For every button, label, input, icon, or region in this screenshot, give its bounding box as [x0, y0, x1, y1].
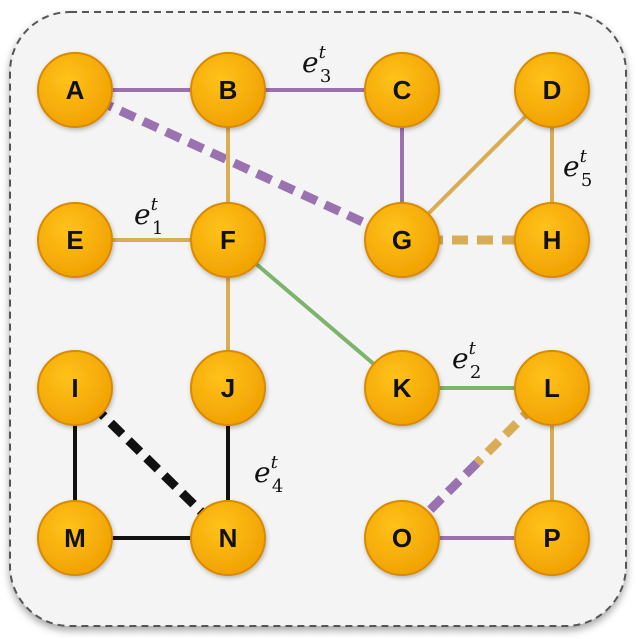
node-label: A	[66, 75, 85, 105]
node-circle	[364, 500, 440, 576]
node-circle	[514, 202, 590, 278]
node-label: G	[392, 225, 412, 255]
node-circle	[364, 350, 440, 426]
edge-a-g	[73, 85, 404, 245]
node-d: D	[514, 52, 590, 128]
node-label: P	[543, 523, 560, 553]
node-c: C	[364, 52, 440, 128]
node-e: E	[37, 202, 113, 278]
node-label: C	[393, 75, 412, 105]
node-l: L	[514, 350, 590, 426]
node-label: D	[543, 75, 562, 105]
node-circle	[37, 52, 113, 128]
node-label: K	[393, 373, 412, 403]
node-circle	[190, 350, 266, 426]
node-label: J	[221, 373, 235, 403]
node-circle	[190, 500, 266, 576]
node-circle	[514, 52, 590, 128]
node-circle	[37, 350, 113, 426]
edge-l-o-part-1	[473, 384, 556, 467]
node-a: A	[37, 52, 113, 128]
node-i: I	[37, 350, 113, 426]
node-f: F	[190, 202, 266, 278]
node-circle	[364, 52, 440, 128]
node-circle	[37, 500, 113, 576]
node-circle	[37, 202, 113, 278]
node-m: M	[37, 500, 113, 576]
node-n: N	[190, 500, 266, 576]
node-circle	[514, 350, 590, 426]
node-label: F	[220, 225, 236, 255]
node-label: H	[543, 225, 562, 255]
node-o: O	[364, 500, 440, 576]
node-circle	[364, 202, 440, 278]
node-label: L	[544, 373, 560, 403]
nodes-layer: A B C D E F G H I J K L M N O P	[37, 52, 590, 576]
node-k: K	[364, 350, 440, 426]
edge-f-k	[226, 238, 404, 390]
node-h: H	[514, 202, 590, 278]
node-circle	[514, 500, 590, 576]
node-p: P	[514, 500, 590, 576]
node-circle	[190, 202, 266, 278]
node-label: N	[219, 523, 238, 553]
node-label: E	[66, 225, 83, 255]
node-label: O	[392, 523, 412, 553]
node-label: B	[219, 75, 238, 105]
node-label: M	[64, 523, 86, 553]
node-j: J	[190, 350, 266, 426]
node-label: I	[71, 373, 78, 403]
node-circle	[190, 52, 266, 128]
node-b: B	[190, 52, 266, 128]
node-g: G	[364, 202, 440, 278]
